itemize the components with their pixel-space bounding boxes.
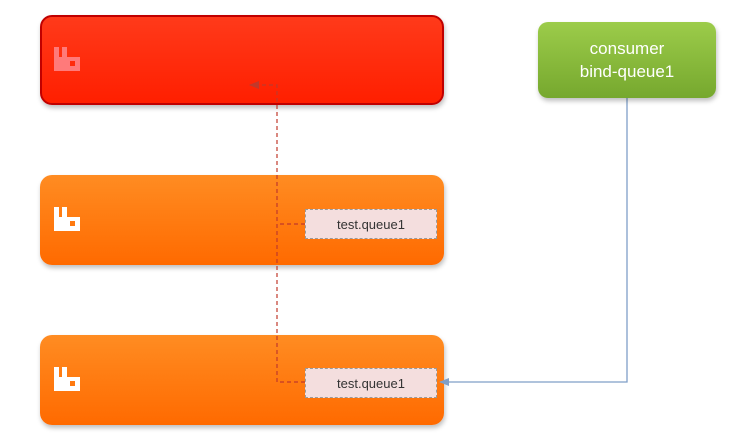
rabbitmq-logo-icon [54, 207, 80, 231]
consumer-binding-line [439, 98, 628, 386]
queue-box-middle: test.queue1 [305, 209, 437, 239]
rabbitmq-logo-icon [54, 47, 80, 71]
rabbitmq-logo-icon [54, 367, 80, 391]
rabbitmq-node-top [40, 15, 444, 105]
queue-box-bottom: test.queue1 [305, 368, 437, 398]
consumer-title: consumer [589, 39, 665, 58]
consumer-binding: bind-queue1 [579, 62, 675, 81]
queue-label: test.queue1 [337, 216, 405, 232]
consumer-box: consumer bind-queue1 [538, 22, 716, 98]
queue-label: test.queue1 [337, 375, 405, 391]
